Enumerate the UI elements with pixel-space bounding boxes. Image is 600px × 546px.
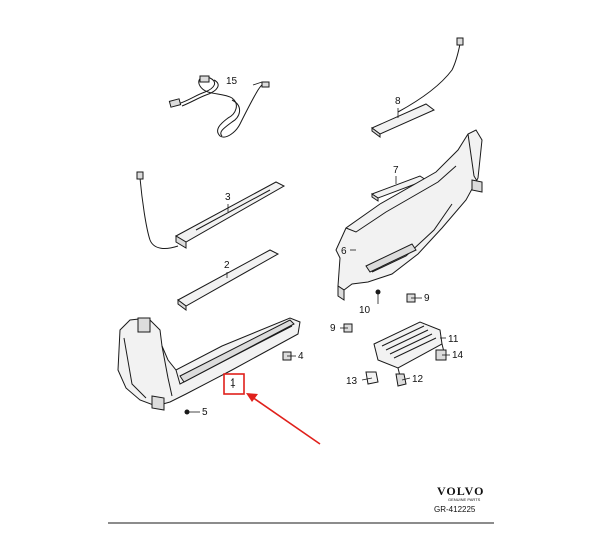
callout-3: 3 (225, 192, 231, 203)
fastener-14 (435, 349, 447, 361)
callout-7: 7 (393, 165, 399, 176)
highlight-box (223, 373, 245, 395)
callout-1: 1 (230, 378, 236, 389)
callout-14: 14 (452, 350, 464, 361)
part-6-rear-sill-panel (335, 129, 483, 301)
volvo-logo: VOLVO (437, 484, 484, 498)
part-3-sill-strip-lit (136, 171, 286, 249)
diagram-reference: GR-412225 (434, 505, 476, 514)
highlight-arrow (246, 393, 321, 445)
part-2-sill-strip (177, 249, 280, 311)
callout-8: 8 (395, 96, 401, 107)
callout-2: 2 (224, 260, 230, 271)
callout-11: 11 (448, 334, 459, 345)
leader-lines (187, 81, 450, 413)
callout-9-upper: 9 (424, 293, 430, 304)
callout-15: 15 (226, 76, 238, 87)
callout-6: 6 (341, 246, 347, 257)
callout-4: 4 (298, 351, 304, 362)
part-1-front-sill-panel (117, 317, 301, 411)
callout-13: 13 (346, 376, 358, 387)
part-8-trim-strip (371, 37, 464, 138)
part-11-bracket (373, 321, 445, 377)
callout-12: 12 (412, 374, 424, 385)
callout-10: 10 (359, 305, 371, 316)
part-15-cable-harness (168, 75, 270, 138)
callout-9-lower: 9 (330, 323, 336, 334)
volvo-logo-sub: GENUINE PARTS (448, 497, 481, 502)
callout-5: 5 (202, 407, 208, 418)
fastener-12 (395, 373, 407, 387)
